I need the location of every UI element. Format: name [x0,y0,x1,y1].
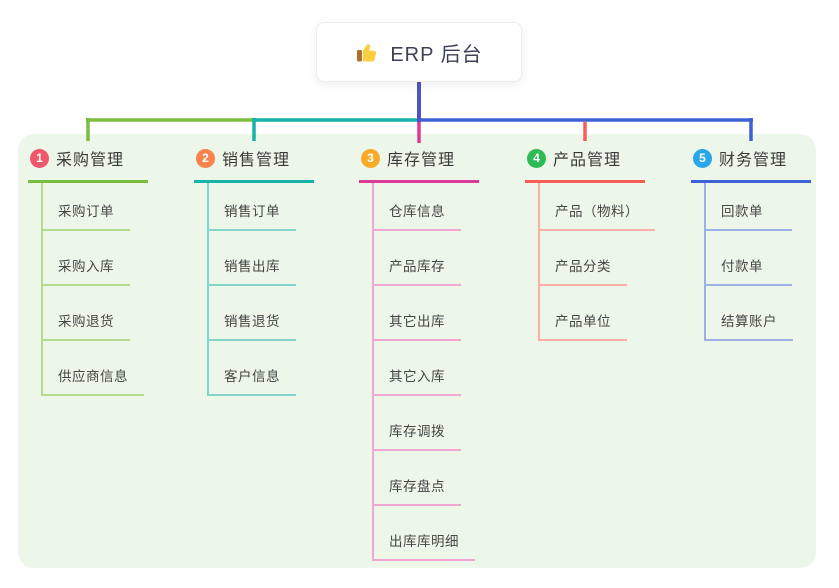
child-node-label: 付款单 [721,259,763,274]
child-node[interactable]: 产品分类 [540,231,627,286]
branch-header[interactable]: 4 产品管理 [525,146,645,183]
branch-children: 产品（物料） 产品分类 产品单位 [538,183,655,341]
child-node[interactable]: 仓库信息 [374,183,461,231]
branch-number-badge: 2 [196,148,215,168]
branch-children: 仓库信息 产品库存 其它出库 其它入库 库存调拨 库存盘点 出库库明细 [372,183,481,561]
child-node[interactable]: 产品（物料） [540,183,655,231]
child-node[interactable]: 回款单 [706,183,792,231]
thumbs-up-icon [355,40,380,64]
child-node-label: 其它出库 [389,314,445,329]
child-node-label: 仓库信息 [389,204,445,219]
child-node[interactable]: 采购入库 [43,231,130,286]
child-node-label: 结算账户 [721,314,777,329]
branch-header[interactable]: 1 采购管理 [28,146,148,183]
branch-1: 1 采购管理 采购订单 采购入库 采购退货 供应商信息 [28,146,150,396]
child-node-label: 出库库明细 [389,534,459,549]
child-node-label: 采购退货 [58,314,114,329]
child-node[interactable]: 出库库明细 [374,506,475,561]
child-node[interactable]: 库存盘点 [374,451,461,506]
branch-header[interactable]: 5 财务管理 [691,146,811,183]
child-node[interactable]: 客户信息 [209,341,296,396]
branch-number-badge: 3 [361,148,380,168]
branch-number-badge: 4 [527,148,546,168]
child-node[interactable]: 产品单位 [540,286,627,341]
root-node[interactable]: ERP 后台 [316,22,522,82]
child-node[interactable]: 采购退货 [43,286,130,341]
branch-header[interactable]: 2 销售管理 [194,146,314,183]
child-node-label: 产品（物料） [555,204,639,219]
branches-background-panel [18,134,816,568]
child-node-label: 客户信息 [224,369,280,384]
child-node[interactable]: 付款单 [706,231,792,286]
branch-4: 4 产品管理 产品（物料） 产品分类 产品单位 [525,146,655,341]
child-node-label: 回款单 [721,204,763,219]
child-node-label: 采购订单 [58,204,114,219]
child-node[interactable]: 采购订单 [43,183,130,231]
branch-label: 采购管理 [56,152,125,169]
branch-label: 产品管理 [553,152,622,169]
branch-header[interactable]: 3 库存管理 [359,146,479,183]
branch-5: 5 财务管理 回款单 付款单 结算账户 [691,146,813,341]
child-node[interactable]: 销售退货 [209,286,296,341]
child-node-label: 采购入库 [58,259,114,274]
child-node-label: 产品分类 [555,259,611,274]
child-node-label: 销售出库 [224,259,280,274]
child-node-label: 产品单位 [555,314,611,329]
child-node[interactable]: 销售订单 [209,183,296,231]
branch-children: 销售订单 销售出库 销售退货 客户信息 [207,183,316,396]
branch-label: 库存管理 [387,152,456,169]
child-node-label: 库存盘点 [389,479,445,494]
child-node[interactable]: 产品库存 [374,231,461,286]
branch-label: 财务管理 [719,152,788,169]
branch-2: 2 销售管理 销售订单 销售出库 销售退货 客户信息 [194,146,316,396]
child-node-label: 库存调拨 [389,424,445,439]
child-node-label: 销售退货 [224,314,280,329]
child-node-label: 其它入库 [389,369,445,384]
branch-3: 3 库存管理 仓库信息 产品库存 其它出库 其它入库 库存调拨 库存盘点 出库库… [359,146,481,561]
branch-number-badge: 5 [693,148,712,168]
child-node[interactable]: 库存调拨 [374,396,461,451]
branch-children: 采购订单 采购入库 采购退货 供应商信息 [41,183,150,396]
root-node-label: ERP 后台 [390,43,483,66]
child-node[interactable]: 其它出库 [374,286,461,341]
branch-label: 销售管理 [222,152,291,169]
child-node-label: 销售订单 [224,204,280,219]
child-node[interactable]: 供应商信息 [43,341,144,396]
child-node[interactable]: 其它入库 [374,341,461,396]
child-node-label: 产品库存 [389,259,445,274]
child-node-label: 供应商信息 [58,369,128,384]
child-node[interactable]: 销售出库 [209,231,296,286]
branch-number-badge: 1 [30,148,49,168]
branch-children: 回款单 付款单 结算账户 [704,183,813,341]
child-node[interactable]: 结算账户 [706,286,793,341]
